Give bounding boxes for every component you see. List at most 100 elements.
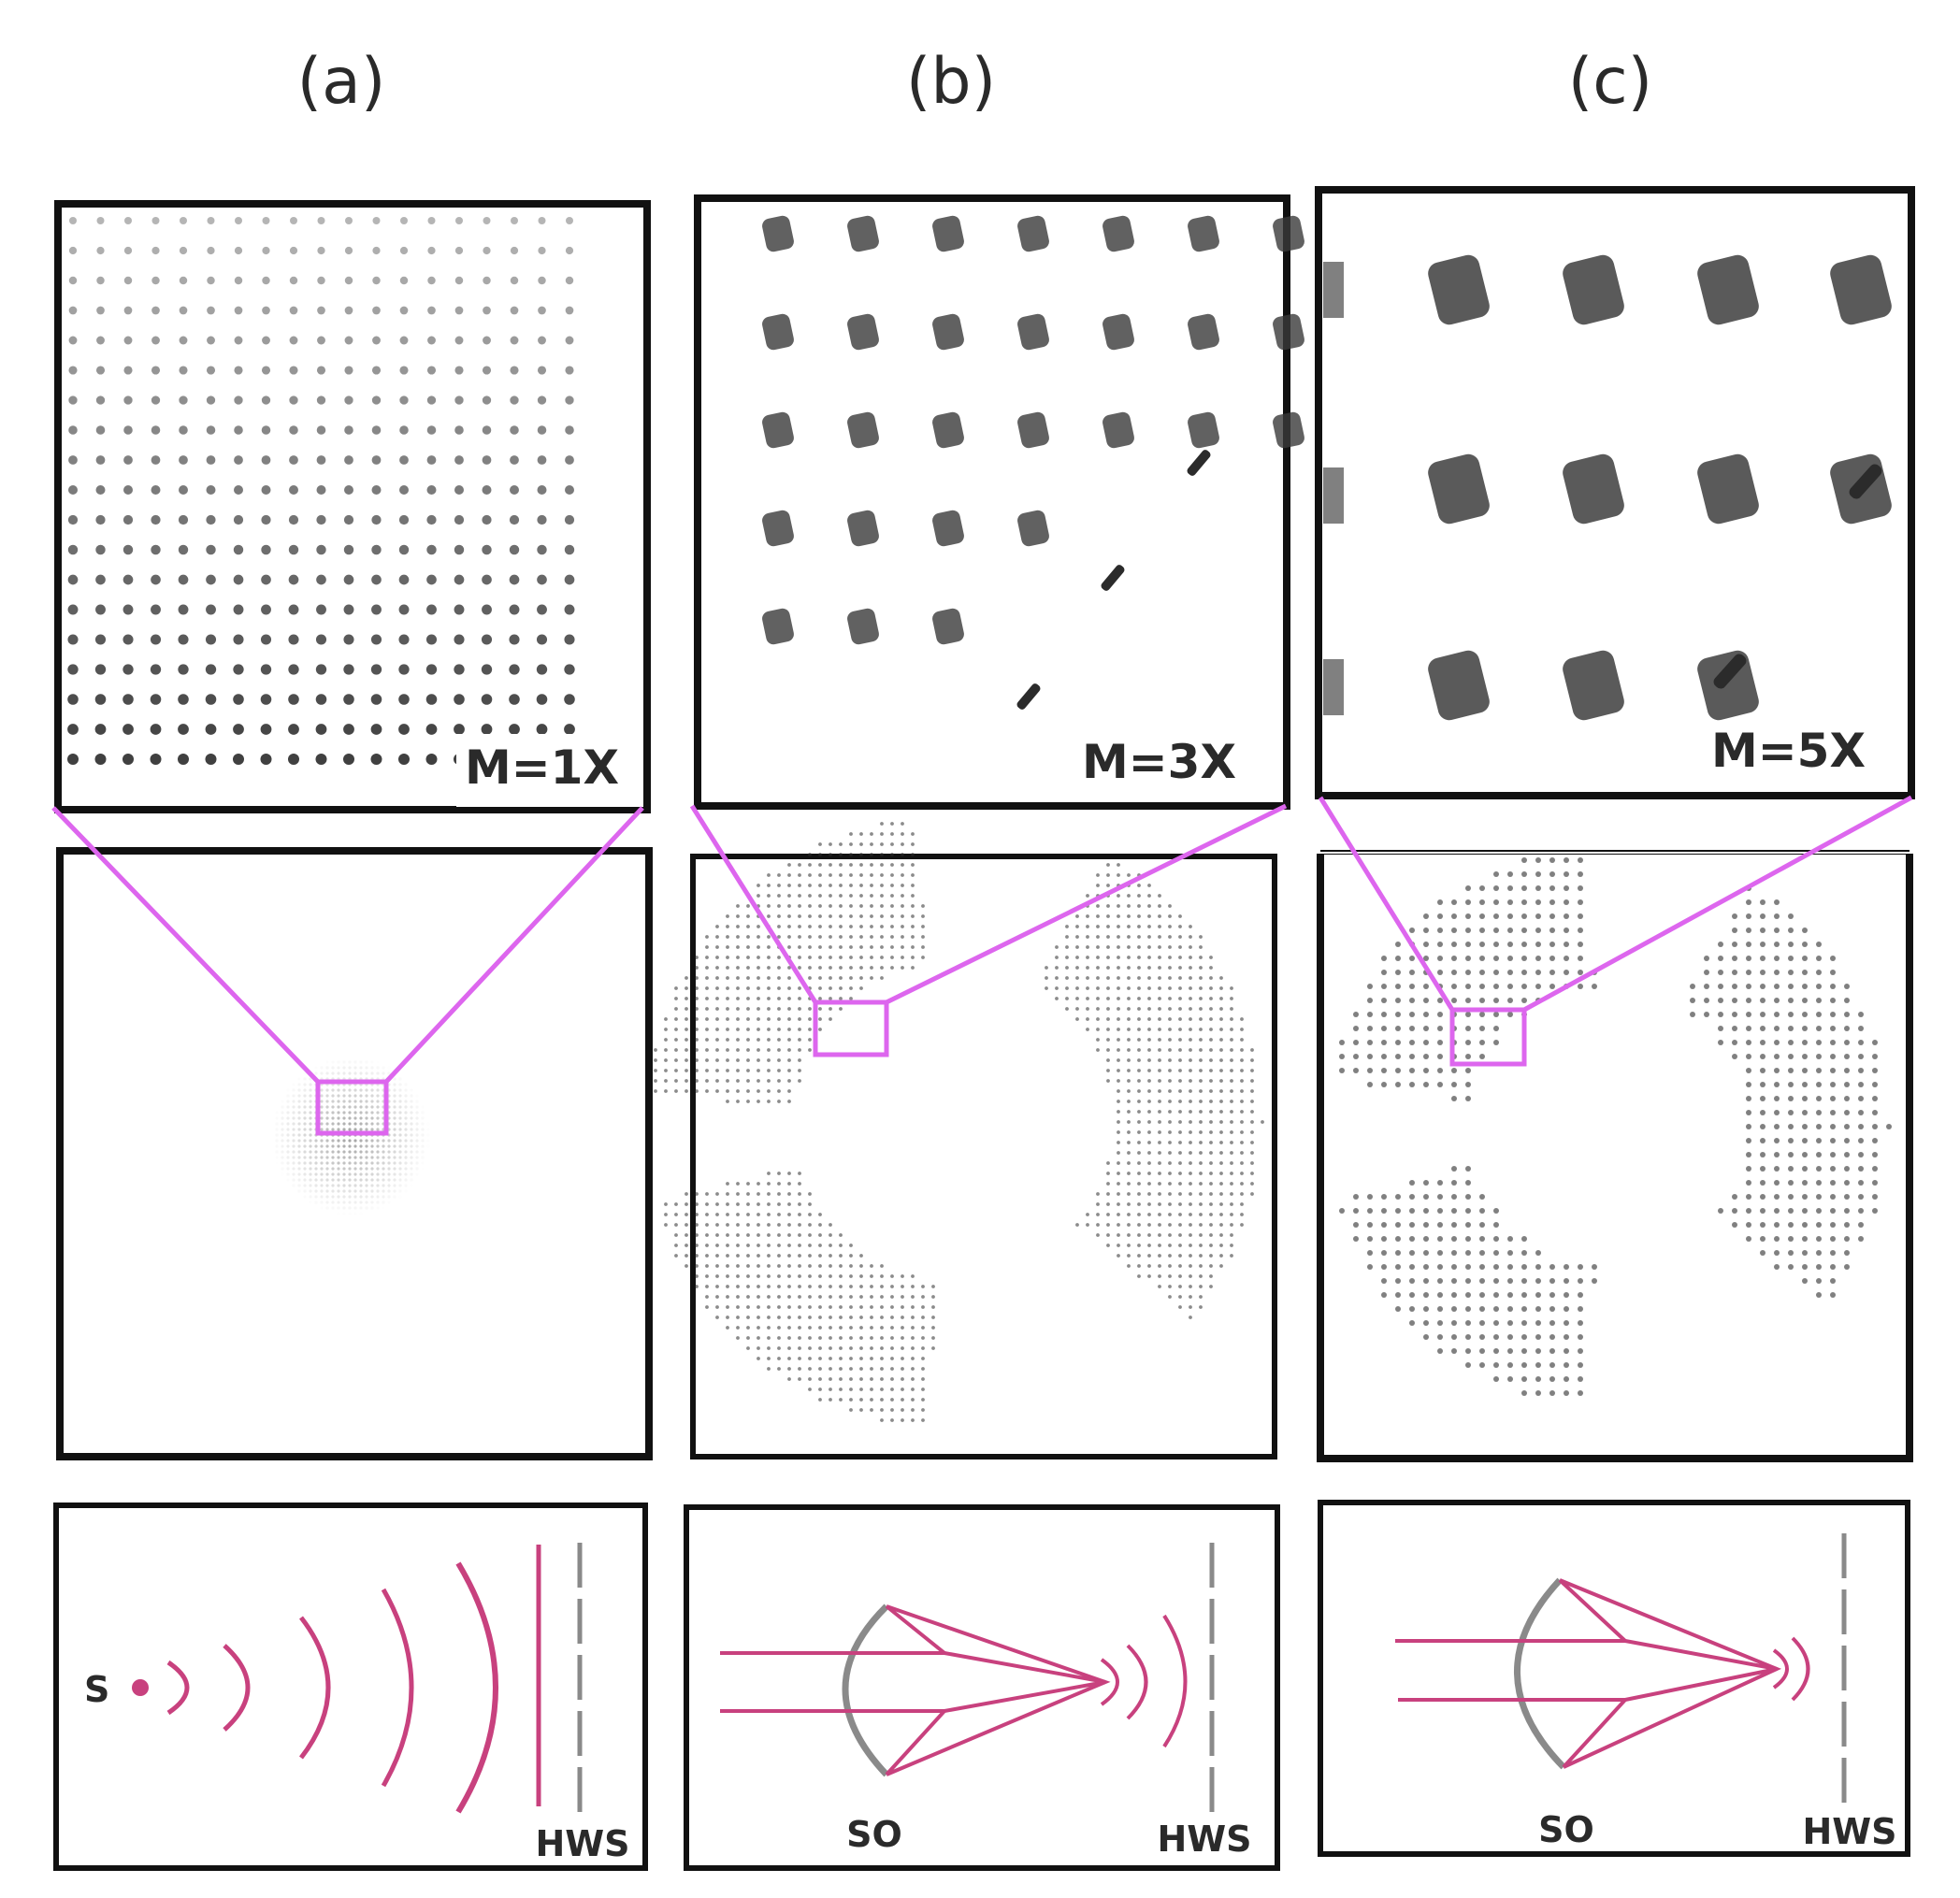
- spot: [1147, 966, 1151, 970]
- spot: [387, 1161, 391, 1165]
- spot: [325, 1111, 329, 1114]
- spot: [207, 246, 215, 255]
- spot: [1760, 1208, 1765, 1214]
- spot: [1830, 998, 1836, 1003]
- spot: [746, 1058, 750, 1062]
- spot: [404, 1156, 408, 1159]
- spot: [808, 925, 812, 928]
- spot: [404, 1167, 408, 1171]
- spot: [348, 1088, 352, 1092]
- spot: [1199, 1233, 1203, 1237]
- spot: [1117, 904, 1120, 908]
- spot: [309, 1088, 312, 1092]
- spot: [1563, 650, 1624, 721]
- spot: [777, 1357, 781, 1360]
- spot: [777, 1172, 781, 1175]
- spot: [1127, 986, 1131, 990]
- spot: [342, 1212, 345, 1215]
- spot: [931, 1336, 935, 1340]
- spot: [829, 1264, 832, 1268]
- spot: [320, 1150, 324, 1154]
- spot: [316, 366, 326, 375]
- spot: [372, 336, 381, 345]
- spot: [818, 842, 822, 846]
- spot: [1168, 1079, 1172, 1083]
- spot: [757, 1038, 760, 1042]
- spot: [421, 1116, 424, 1119]
- spot: [426, 1122, 429, 1125]
- spot: [1409, 1026, 1415, 1031]
- spot: [303, 1156, 307, 1159]
- spot: [839, 945, 843, 949]
- spot: [695, 986, 699, 990]
- spot: [320, 1066, 323, 1069]
- spot: [1788, 1138, 1794, 1143]
- spot: [847, 313, 879, 351]
- spot: [398, 1133, 402, 1137]
- spot: [1746, 1222, 1751, 1228]
- spot: [1704, 1012, 1709, 1017]
- spot: [205, 664, 217, 675]
- spot: [365, 1195, 368, 1199]
- spot: [292, 1122, 295, 1126]
- spot: [870, 956, 873, 959]
- spot: [1230, 986, 1233, 990]
- spot: [1127, 1223, 1131, 1227]
- spot: [1858, 1054, 1864, 1059]
- spot: [371, 604, 382, 615]
- spot: [1437, 942, 1443, 947]
- spot: [370, 1184, 374, 1187]
- spot: [320, 1178, 324, 1182]
- spot: [757, 1254, 760, 1258]
- spot: [787, 1007, 791, 1011]
- spot: [1830, 1012, 1836, 1017]
- spot: [911, 873, 915, 877]
- spot: [1802, 1054, 1808, 1059]
- spot: [1209, 1172, 1213, 1175]
- spot: [510, 276, 519, 285]
- spot: [1137, 1038, 1141, 1042]
- spot: [890, 1346, 894, 1350]
- spot: [1117, 1244, 1120, 1247]
- spot: [482, 455, 492, 465]
- spot: [290, 217, 297, 224]
- spot: [1147, 1254, 1151, 1258]
- spot: [179, 276, 188, 285]
- spot: [1045, 976, 1048, 980]
- spot: [1760, 998, 1765, 1003]
- spot: [1521, 1390, 1527, 1396]
- spot: [343, 694, 354, 705]
- optic-label-b: SO: [846, 1814, 902, 1855]
- spot: [415, 1156, 419, 1159]
- spot: [1535, 1250, 1541, 1256]
- spot: [398, 574, 410, 585]
- spot: [787, 1100, 791, 1103]
- spot: [331, 1184, 335, 1187]
- spot: [1788, 1054, 1794, 1059]
- spot: [1168, 1274, 1172, 1278]
- spot: [1117, 945, 1120, 949]
- spot: [1521, 1320, 1527, 1326]
- spot: [1423, 1236, 1429, 1242]
- spot: [1189, 1079, 1192, 1083]
- spot: [870, 1398, 873, 1402]
- spot: [316, 455, 326, 465]
- spot: [726, 1028, 729, 1031]
- spot: [1437, 1208, 1443, 1214]
- spot: [1437, 970, 1443, 975]
- spot: [1106, 1038, 1110, 1042]
- spot: [1086, 1223, 1089, 1227]
- spot: [427, 336, 436, 345]
- spot: [859, 925, 863, 928]
- spot: [262, 336, 270, 345]
- spot: [387, 1178, 391, 1182]
- spot: [1409, 1180, 1415, 1186]
- spot: [1219, 1058, 1223, 1062]
- spot: [483, 276, 491, 285]
- spot: [829, 1007, 832, 1011]
- spot: [1127, 1100, 1131, 1103]
- spot: [179, 246, 188, 255]
- spot: [859, 842, 863, 846]
- spot: [1437, 1306, 1443, 1312]
- spot: [331, 1161, 335, 1165]
